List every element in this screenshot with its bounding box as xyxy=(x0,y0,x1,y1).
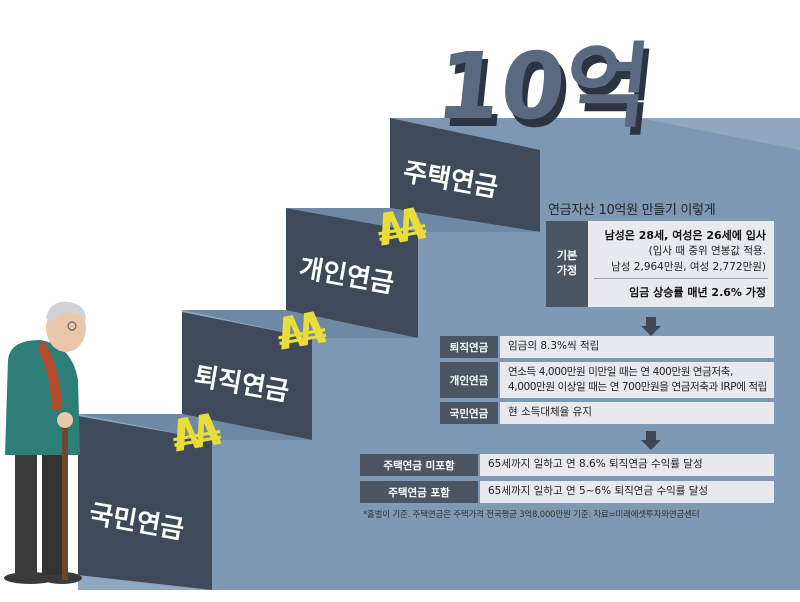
top-landing xyxy=(390,118,800,150)
won-symbol-1: ₩ xyxy=(167,401,224,460)
footnote: *홀벌이 기준. 주택연금은 주택가격 전국평균 3억8,000만원 기준. 자… xyxy=(363,510,700,520)
basic-line-1: 남성은 28세, 여성은 26세에 입사 xyxy=(604,229,766,242)
step-front-3 xyxy=(286,208,418,338)
won-symbol-3: ₩ xyxy=(372,195,429,254)
row-label-national: 국민연금 xyxy=(440,402,498,424)
basic-assumption-box: 기본 가정 남성은 28세, 여성은 26세에 입사 (입사 때 중위 연봉값 … xyxy=(546,221,774,307)
row-body-personal: 연소득 4,000만원 미만일 때는 연 400만원 연금저축, 4,000만원… xyxy=(500,362,774,398)
row-text-personal-2: 4,000만원 이상일 때는 연 700만원을 연금저축과 IRP에 적립 xyxy=(508,381,767,393)
basic-line-3: 남성 2,964만원, 여성 2,772만원) xyxy=(611,261,766,273)
down-arrow-1 xyxy=(641,317,661,336)
step-top-3 xyxy=(286,208,540,232)
step-front-2 xyxy=(182,312,312,440)
won-symbol-2: ₩ xyxy=(272,299,329,358)
result-body-excluded: 65세까지 일하고 연 8.6% 퇴직연금 수익률 달성 xyxy=(480,454,774,476)
step-top-2 xyxy=(182,310,418,338)
big-title: 10억 xyxy=(431,32,655,140)
result-label-included: 주택연금 포함 xyxy=(360,481,478,503)
basic-divider xyxy=(594,278,768,279)
result-body-included: 65세까지 일하고 연 5~6% 퇴직연금 수익률 달성 xyxy=(480,481,774,503)
row-body-national: 현 소득대체율 유지 xyxy=(500,402,774,424)
result-text-included: 65세까지 일하고 연 5~6% 퇴직연금 수익률 달성 xyxy=(488,485,709,498)
down-arrow-2 xyxy=(641,431,661,450)
step-top-1 xyxy=(78,414,312,440)
basic-assumption-label: 기본 가정 xyxy=(546,221,588,307)
panel-title: 연금자산 10억원 만들기 이렇게 xyxy=(548,203,716,218)
row-label-personal: 개인연금 xyxy=(440,362,498,398)
basic-line-2: (입사 때 중위 연봉값 적용. xyxy=(648,245,766,257)
result-label-excluded: 주택연금 미포함 xyxy=(360,454,478,476)
result-text-excluded: 65세까지 일하고 연 8.6% 퇴직연금 수익률 달성 xyxy=(488,458,703,471)
row-label-retirement: 퇴직연금 xyxy=(440,336,498,358)
step-front-1 xyxy=(78,416,212,590)
step-front-4 xyxy=(390,118,540,232)
row-text-personal-1: 연소득 4,000만원 미만일 때는 연 400만원 연금저축, xyxy=(508,365,733,378)
basic-assumption-body: 남성은 28세, 여성은 26세에 입사 (입사 때 중위 연봉값 적용. 남성… xyxy=(588,221,774,307)
row-body-retirement: 임금의 8.3%씩 적립 xyxy=(500,336,774,358)
big-title-shadow: 10억 xyxy=(436,40,660,148)
row-text-retirement: 임금의 8.3%씩 적립 xyxy=(508,340,600,353)
elderly-man-illustration xyxy=(4,301,86,584)
row-text-national: 현 소득대체율 유지 xyxy=(508,406,592,419)
basic-line-4: 임금 상승률 매년 2.6% 가정 xyxy=(629,286,766,299)
